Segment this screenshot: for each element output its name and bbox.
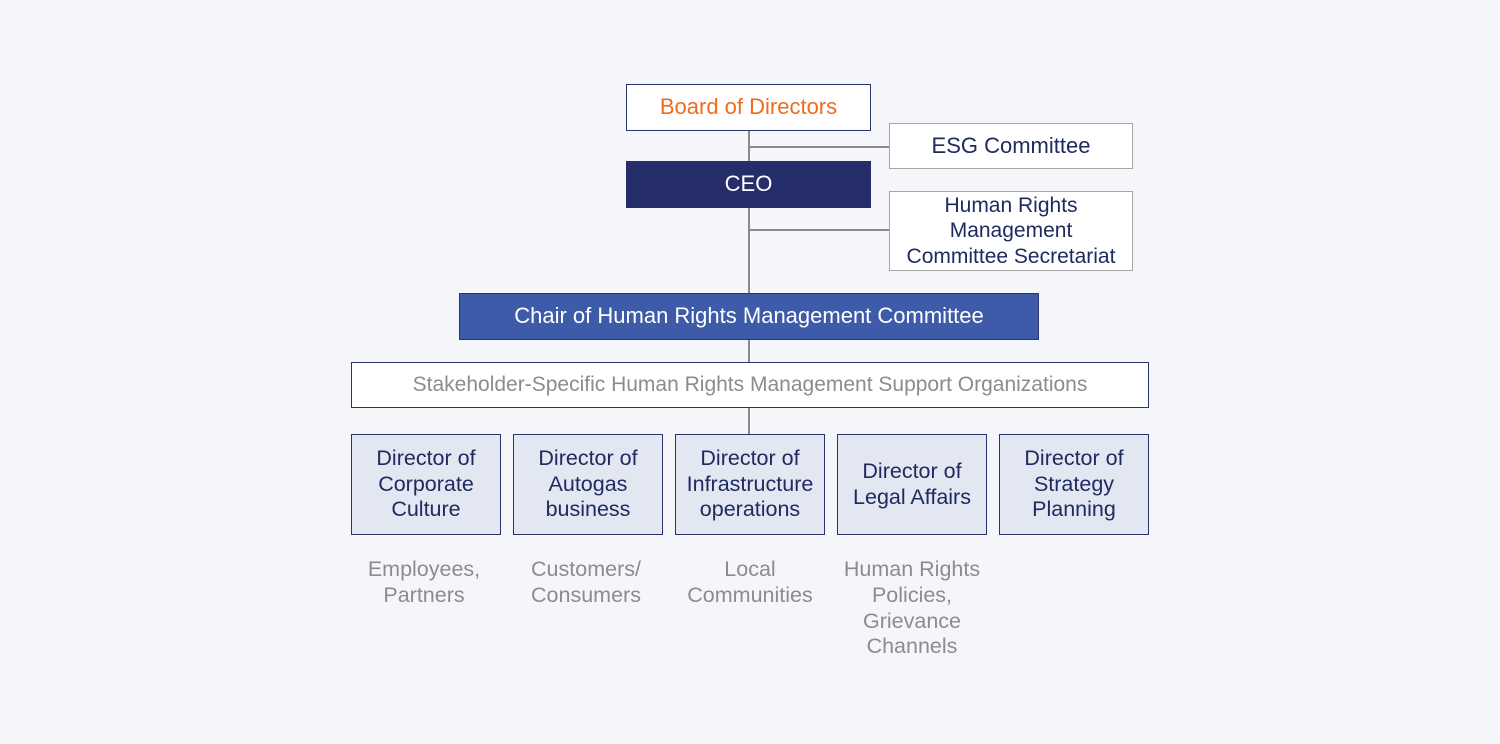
connector-esg [748, 146, 889, 148]
esg-committee-box: ESG Committee [889, 123, 1133, 169]
support-organizations-box: Stakeholder-Specific Human Rights Manage… [351, 362, 1149, 408]
stakeholder-label-communities: Local Communities [687, 557, 813, 607]
connector-chair-support [748, 340, 750, 362]
chair-box: Chair of Human Rights Management Committ… [459, 293, 1039, 340]
connector-support-directors [748, 408, 750, 434]
stakeholder-label-customers: Customers/ Consumers [531, 557, 641, 607]
board-of-directors-box: Board of Directors [626, 84, 871, 131]
hr-secretariat-box: Human Rights Management Committee Secret… [889, 191, 1133, 271]
connector-hr-secretariat [748, 229, 889, 231]
stakeholder-label-employees: Employees, Partners [367, 557, 481, 607]
director-infrastructure-box: Director of Infrastructure operations [675, 434, 825, 535]
director-legal-affairs-box: Director of Legal Affairs [837, 434, 987, 535]
director-strategy-planning-box: Director of Strategy Planning [999, 434, 1149, 535]
ceo-box: CEO [626, 161, 871, 208]
connector-ceo-chair [748, 208, 750, 293]
director-corporate-culture-box: Director of Corporate Culture [351, 434, 501, 535]
director-autogas-box: Director of Autogas business [513, 434, 663, 535]
stakeholder-label-policies: Human Rights Policies, Grievance Channel… [843, 557, 981, 659]
